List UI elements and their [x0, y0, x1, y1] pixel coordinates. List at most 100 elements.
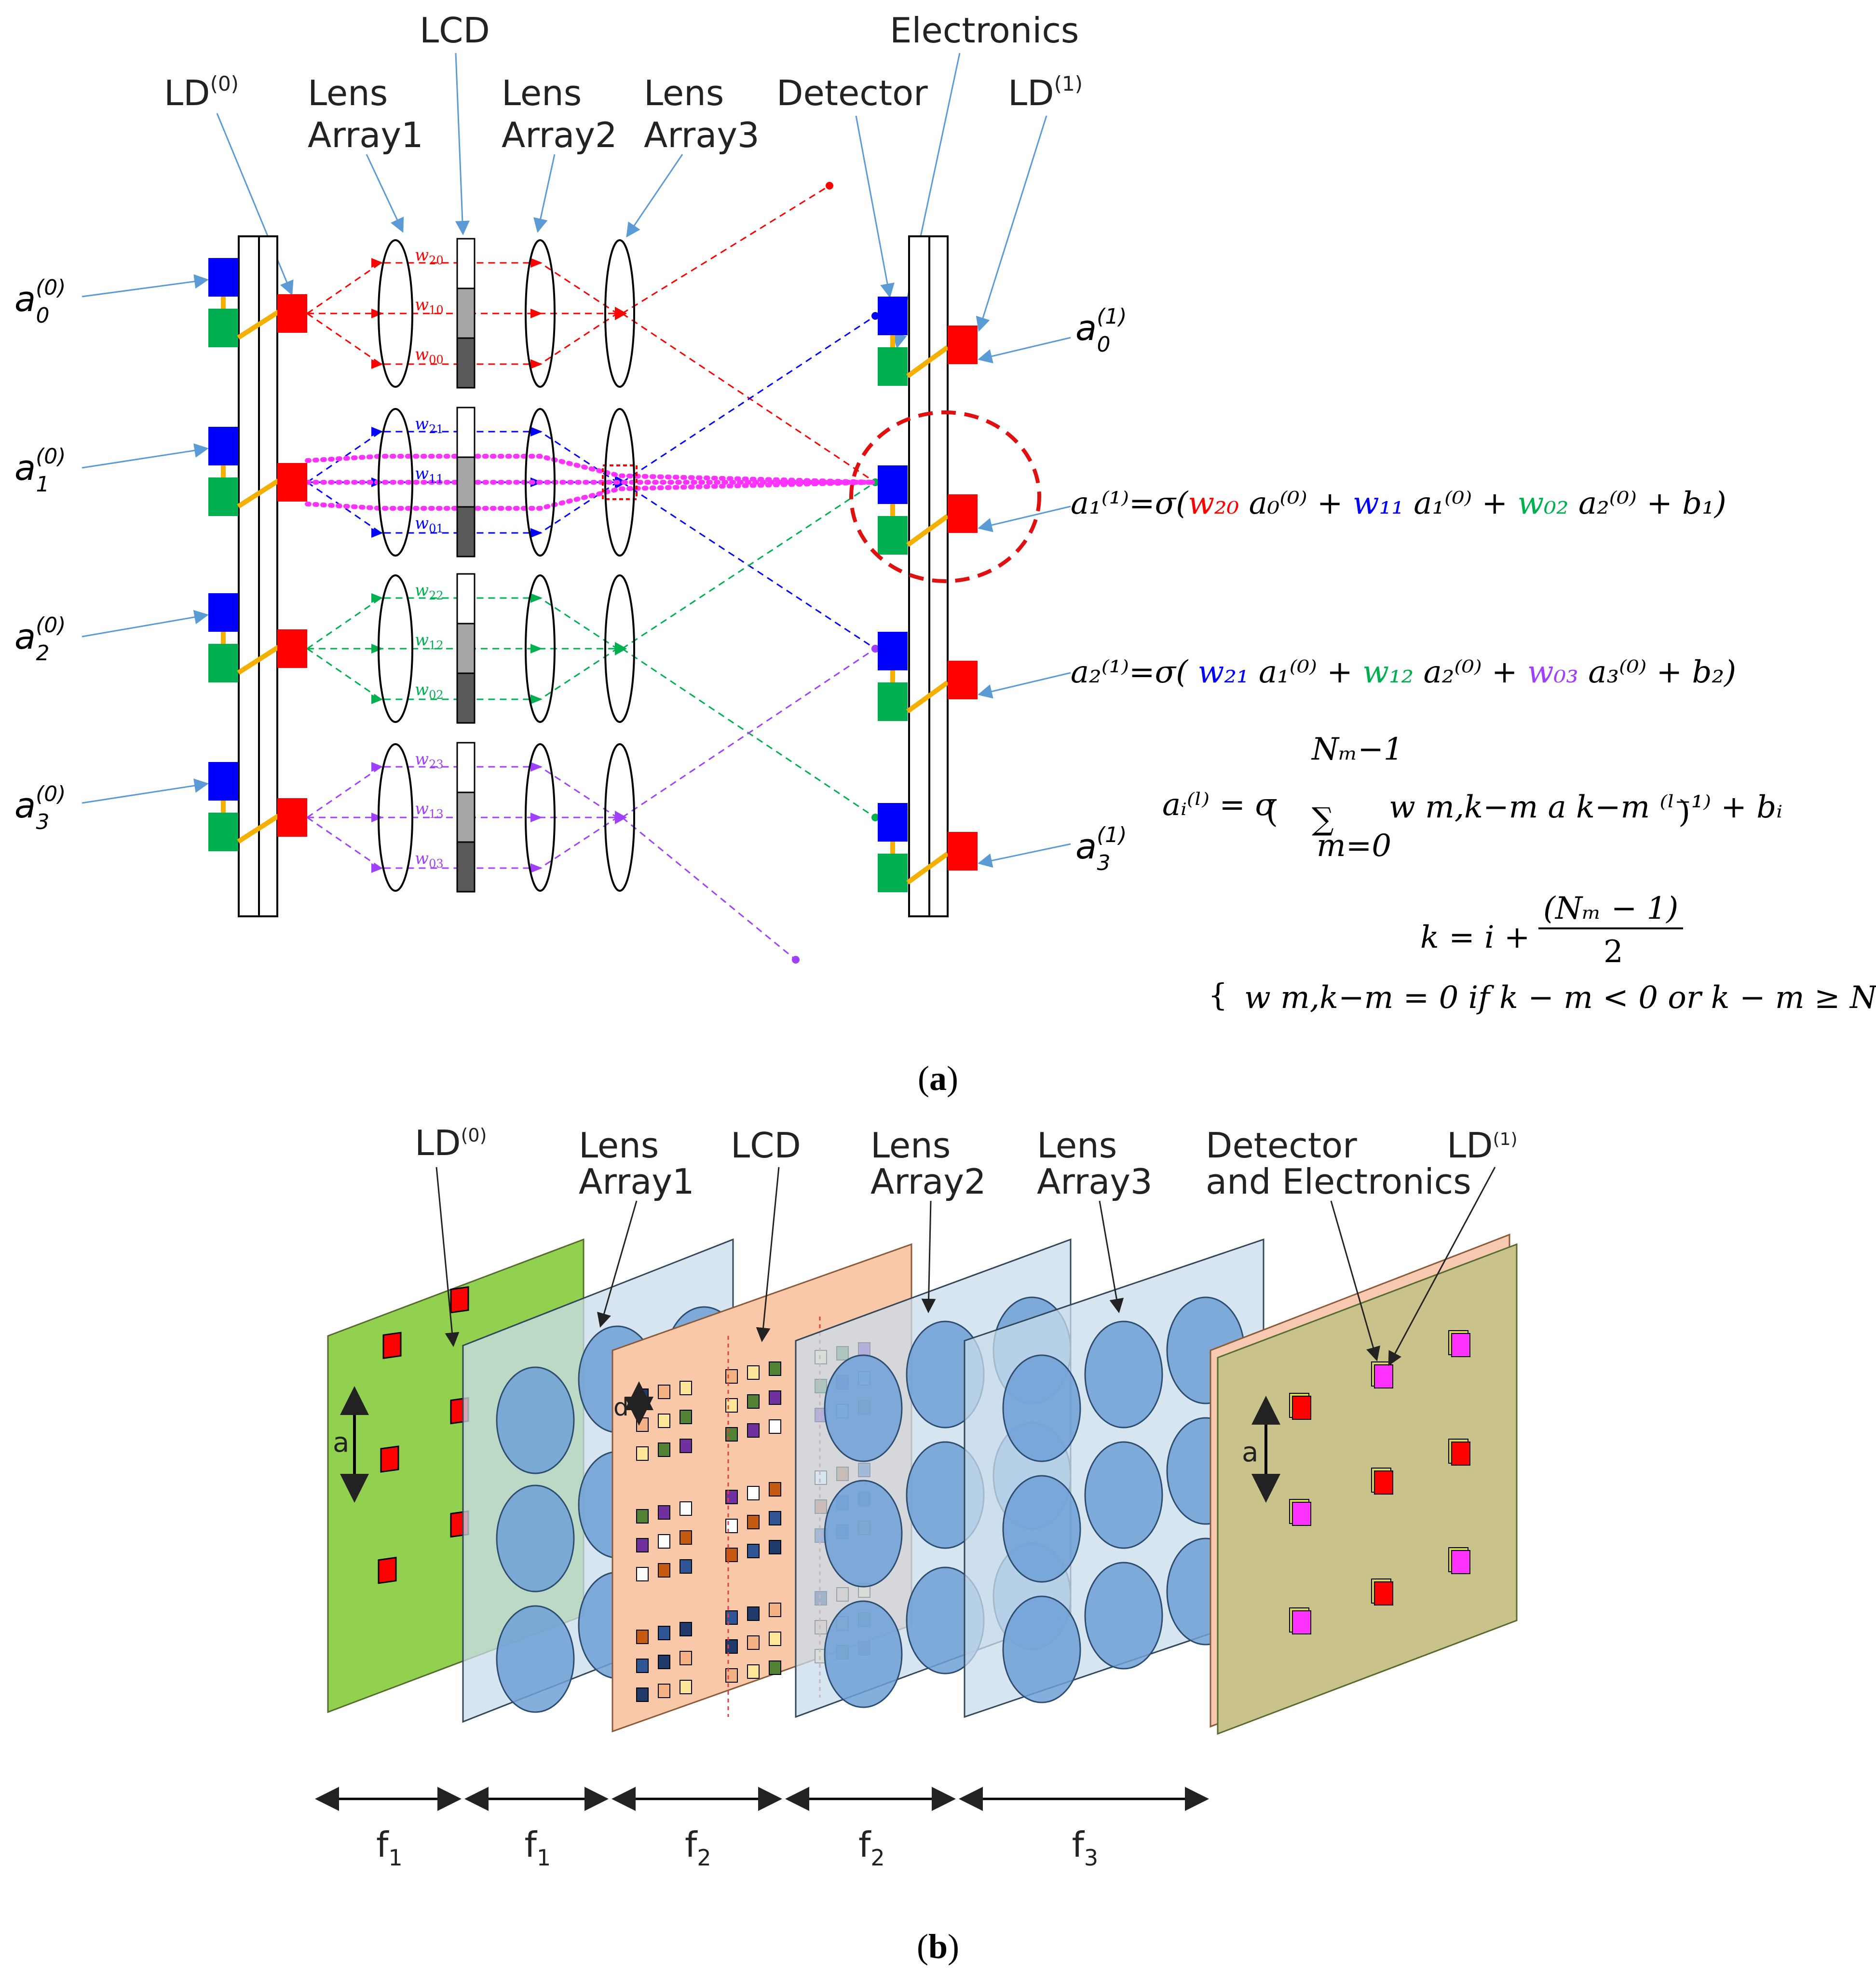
lcd-pixel-cell	[769, 1603, 781, 1617]
spacing-label: f2	[685, 1824, 711, 1871]
focus-spot-box	[602, 464, 638, 500]
lens-array1-lens	[378, 408, 413, 557]
lens-array2-lenslet	[824, 1480, 903, 1588]
weight-label: w22	[415, 581, 444, 602]
lcd-pixel	[456, 623, 476, 674]
input-detector-blue	[208, 762, 238, 801]
b-lens-array3-line1: Lens	[1037, 1125, 1117, 1166]
ray-arrowhead	[371, 309, 383, 318]
input-board	[238, 235, 278, 917]
lcd-pixel-cell	[747, 1544, 760, 1558]
pitch-a-label: a	[333, 1427, 349, 1458]
weight-label: w21	[415, 414, 444, 436]
output-wire-diagonal	[906, 345, 949, 379]
lcd-pixel-cell	[658, 1626, 670, 1640]
ld1-emitter	[1451, 1550, 1470, 1574]
cond2: w m,k−m = 0 if k − m < 0 or k − m ≥ N	[1244, 980, 1876, 1016]
diagonal-ray	[622, 816, 796, 961]
output-detector-blue	[878, 803, 908, 842]
lcd-pixel-cell	[680, 1439, 692, 1453]
output-wire-diagonal	[906, 851, 949, 885]
b-lens-array1-line2: Array1	[579, 1161, 694, 1202]
output-detector-blue	[878, 632, 908, 670]
lens-array2-lens	[525, 574, 556, 723]
lens-array3-lens	[604, 743, 635, 892]
caption-b: (b)	[917, 1927, 959, 1966]
lcd-pixel-cell	[636, 1687, 649, 1702]
spacing-label: f3	[1072, 1824, 1099, 1871]
ld1-emitter	[1451, 1442, 1470, 1466]
ray-arrowhead	[371, 762, 383, 772]
ray-arrowhead	[530, 863, 543, 873]
lcd-pixel-cell	[769, 1632, 781, 1646]
output-labels: a(1)0 a(1)3	[1075, 304, 1127, 875]
optical-plates: a a d	[327, 1233, 1518, 1735]
spacing-label: f1	[525, 1824, 551, 1871]
output-detector-green	[878, 854, 908, 892]
lcd-pixel-cell	[747, 1423, 760, 1438]
ray-arrowhead	[530, 258, 543, 268]
ld0-emitter	[450, 1286, 469, 1314]
beam-ray	[307, 481, 618, 534]
input-detector-green	[208, 813, 238, 851]
lens-array2-lenslet	[824, 1600, 903, 1708]
ray-end	[792, 956, 800, 964]
pitch-d-label: d	[613, 1393, 629, 1421]
input-a3-label: a(0)3	[14, 782, 66, 834]
lcd-pixel-cell	[636, 1538, 649, 1552]
ray-arrowhead	[530, 644, 543, 653]
detector-label: Detector	[776, 73, 928, 113]
output-laser-diode	[948, 494, 978, 533]
lens-array1-lens	[378, 239, 413, 388]
output-wire-diagonal	[906, 680, 949, 714]
output-a3-label: a(1)3	[1075, 823, 1127, 875]
lcd-pixel-cell	[658, 1414, 670, 1428]
ld1-emitter	[1451, 1333, 1470, 1357]
beam-ray	[307, 313, 618, 365]
lcd-pixel	[456, 791, 476, 843]
lcd-pixel-cell	[680, 1622, 692, 1636]
conditions-brace: {	[1208, 978, 1228, 1013]
spacing-label: f2	[858, 1824, 885, 1871]
lcd-pixel	[456, 841, 476, 893]
lcd-pixel-cell	[769, 1390, 781, 1405]
weight-label: w23	[415, 749, 444, 771]
equation-general: aᵢ⁽ˡ⁾ = σ ( Nₘ−1 ∑ m=0 w m,k−m a k−m ⁽ˡ⁻…	[1162, 732, 1782, 864]
beam-ray	[307, 262, 618, 314]
input-detector-green	[208, 644, 238, 682]
input-wire-diagonal	[237, 477, 281, 509]
lcd-pixel	[456, 742, 476, 793]
b-lcd-label: LCD	[731, 1125, 801, 1166]
ray-end	[871, 645, 879, 653]
diagonal-ray	[622, 313, 876, 483]
pitch-a-label-right: a	[1242, 1437, 1258, 1468]
lens-array3-label-line1: Lens	[644, 73, 724, 113]
lcd-pixel-cell	[636, 1630, 649, 1644]
lcd-label: LCD	[420, 10, 490, 51]
input-detector-blue	[208, 427, 238, 465]
focus-arrowhead	[615, 642, 627, 655]
ray-arrowhead	[371, 694, 383, 704]
equation-a2: a₂⁽¹⁾=σ( w₂₁ a₁⁽⁰⁾ + w₁₂ a₂⁽⁰⁾ + w₀₃ a₃⁽…	[1071, 654, 1736, 690]
equation-a1: a₁⁽¹⁾=σ(w₂₀ a₀⁽⁰⁾ + w₁₁ a₁⁽⁰⁾ + w₀₂ a₂⁽⁰…	[1071, 486, 1726, 521]
weight-label: w03	[415, 849, 444, 871]
diagonal-ray	[622, 185, 830, 314]
ld1-emitter	[1292, 1610, 1311, 1634]
highlight-ray	[305, 454, 878, 485]
lcd-pixel-cell	[747, 1515, 760, 1529]
lcd-pixel	[456, 337, 476, 389]
b-ld1-label: LD(1)	[1447, 1125, 1518, 1166]
weight-label: w12	[415, 630, 444, 652]
lcd-pixel-cell	[680, 1680, 692, 1694]
weight-label: w20	[415, 245, 444, 267]
weight-label: w13	[415, 799, 444, 821]
lcd-pixel-cell	[680, 1651, 692, 1665]
lcd-pixel-cell	[725, 1548, 738, 1562]
diagonal-ray	[622, 648, 876, 818]
ray-end	[826, 182, 833, 190]
cond1-lhs: k = i +	[1420, 920, 1530, 955]
lcd-pixel-cell	[747, 1394, 760, 1409]
ray-arrowhead	[371, 427, 383, 436]
weight-label: w00	[415, 345, 444, 367]
